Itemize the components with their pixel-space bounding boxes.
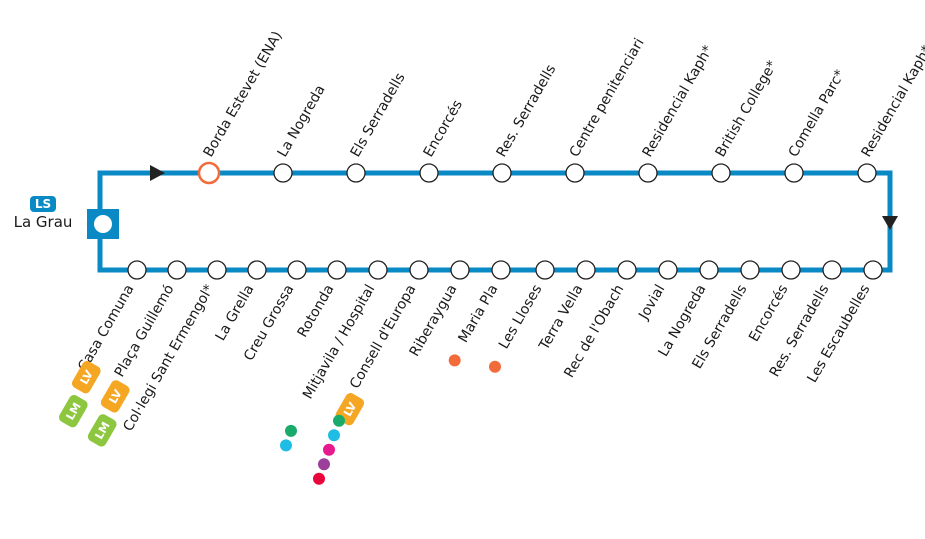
- line-badge-lm[interactable]: [57, 393, 89, 429]
- route-line: [97, 170, 893, 273]
- station-label: Maria Pla: [455, 282, 501, 346]
- station-marker[interactable]: [781, 260, 801, 280]
- station-marker[interactable]: [658, 260, 678, 280]
- station-marker[interactable]: [535, 260, 555, 280]
- station-label: La Nogreda: [275, 82, 329, 160]
- station-marker[interactable]: [327, 260, 347, 280]
- connection-dot: [333, 414, 345, 427]
- line-badge-label: LV: [78, 368, 97, 387]
- station-marker[interactable]: [197, 161, 221, 185]
- station-label: Jovial: [635, 282, 668, 323]
- station-marker[interactable]: [368, 260, 388, 280]
- line-badge-lv[interactable]: [70, 359, 102, 395]
- station-marker[interactable]: [419, 163, 439, 183]
- station-marker[interactable]: [711, 163, 731, 183]
- connection-dot: [285, 424, 297, 437]
- connection-dot: [318, 458, 330, 471]
- station-marker[interactable]: [346, 163, 366, 183]
- terminal-name: La Grau: [13, 213, 73, 231]
- line-badge-lv[interactable]: [99, 378, 131, 414]
- station-label: Rotonda: [295, 282, 338, 340]
- connection-dot: [280, 439, 292, 452]
- station-marker[interactable]: [617, 260, 637, 280]
- station-marker[interactable]: [207, 260, 227, 280]
- station-label: Residencial Kaph*: [859, 43, 925, 160]
- station-label: Borda Estevet (ENA): [201, 29, 286, 160]
- station-label: La Grella: [213, 282, 258, 344]
- station-marker[interactable]: [784, 163, 804, 183]
- connection-dot: [489, 360, 501, 373]
- station-marker[interactable]: [492, 163, 512, 183]
- station-marker[interactable]: [167, 260, 187, 280]
- direction-arrow-icon: [150, 165, 165, 181]
- station-marker[interactable]: [740, 260, 760, 280]
- station-label: Els Serradells: [348, 70, 409, 160]
- line-badge-label: LV: [106, 387, 125, 406]
- connection-dot: [328, 429, 340, 442]
- station-marker[interactable]: [273, 163, 293, 183]
- station-marker[interactable]: [565, 163, 585, 183]
- station-marker[interactable]: [699, 260, 719, 280]
- line-badge-lm[interactable]: [86, 412, 118, 448]
- station-marker[interactable]: [638, 163, 658, 183]
- station-label: Residencial Kaph*: [640, 43, 717, 160]
- station-marker[interactable]: [863, 260, 883, 280]
- station-marker[interactable]: [576, 260, 596, 280]
- connection-dot: [313, 472, 325, 485]
- station-marker[interactable]: [822, 260, 842, 280]
- direction-arrow-icon: [882, 216, 898, 230]
- connection-dot: [323, 443, 335, 456]
- connection-dot: [448, 354, 461, 367]
- terminal-station-circle: [94, 215, 112, 233]
- station-label: Centre penitenciari: [567, 36, 648, 160]
- station-marker[interactable]: [857, 163, 877, 183]
- station-marker[interactable]: [409, 260, 429, 280]
- station-label: Encorcés: [421, 97, 466, 160]
- terminal-label: LS La Grau: [10, 193, 76, 231]
- station-label: Res. Serradells: [494, 62, 560, 160]
- line-badge-ls: LS: [29, 196, 57, 212]
- station-marker[interactable]: [491, 260, 511, 280]
- station-label: Mitjavila / Hospital: [300, 282, 379, 402]
- station-label: British College*: [713, 58, 781, 160]
- station-marker[interactable]: [247, 260, 267, 280]
- station-marker[interactable]: [287, 260, 307, 280]
- station-label: Comella Parc*: [786, 67, 849, 160]
- station-label: Encorcés: [746, 282, 791, 345]
- station-marker[interactable]: [127, 260, 147, 280]
- station-marker[interactable]: [450, 260, 470, 280]
- line-badge-label: LV: [341, 400, 360, 419]
